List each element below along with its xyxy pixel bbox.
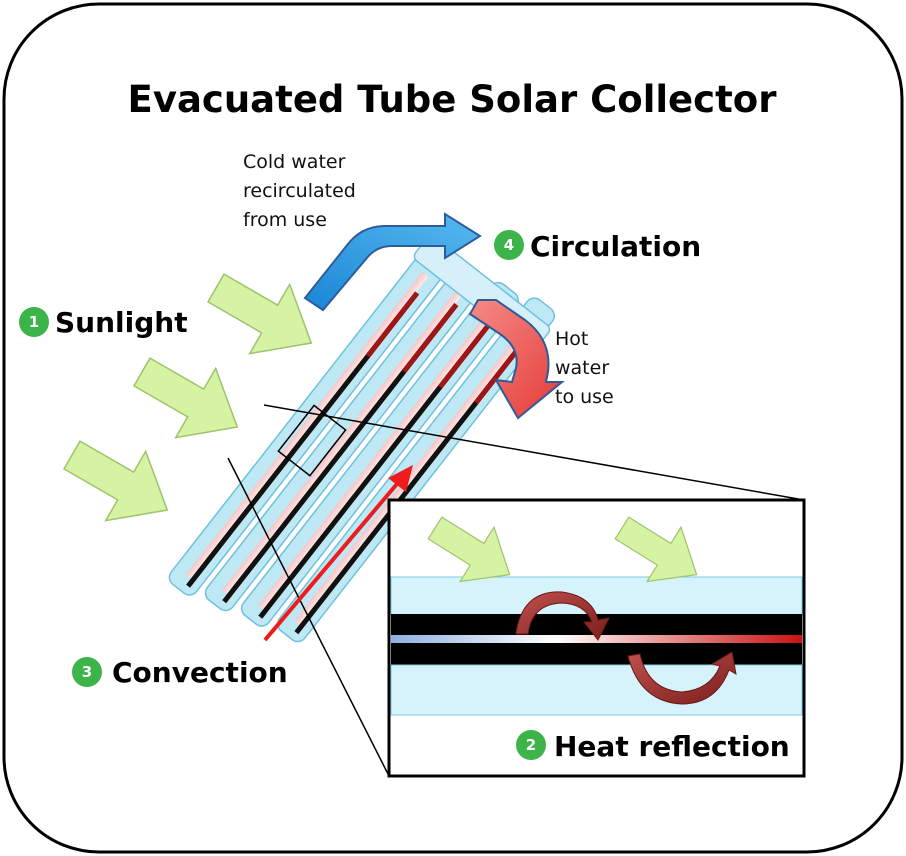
absorber-bottom bbox=[391, 643, 802, 665]
step-badge-1 bbox=[19, 307, 49, 337]
tube-2 bbox=[204, 266, 483, 612]
reflection-arrow-bottom bbox=[627, 651, 737, 705]
zoom-window bbox=[277, 404, 347, 477]
convection-arrowhead bbox=[388, 465, 413, 492]
svg-text:3: 3 bbox=[82, 663, 92, 681]
zoom-line-top bbox=[263, 404, 805, 501]
reflection-arrow-top bbox=[515, 591, 610, 641]
svg-text:4: 4 bbox=[504, 236, 514, 254]
step-badge-4 bbox=[494, 230, 524, 260]
hot-water-arrow bbox=[468, 299, 565, 420]
svg-text:Heat reflection: Heat reflection bbox=[554, 730, 790, 763]
tube-3 bbox=[240, 281, 519, 627]
step-circulation: 4 Circulation bbox=[494, 230, 701, 263]
heat-pipe bbox=[391, 635, 802, 643]
svg-text:2: 2 bbox=[526, 736, 536, 754]
svg-text:Convection: Convection bbox=[112, 656, 288, 689]
convection-arrow bbox=[263, 476, 404, 642]
collector-tubes bbox=[168, 235, 556, 643]
glass-layer-bottom bbox=[390, 664, 803, 716]
tube-4 bbox=[277, 297, 556, 643]
step-badge-2 bbox=[516, 730, 546, 760]
step-sunlight: 1 Sunlight bbox=[19, 306, 188, 339]
step-convection: 3 Convection bbox=[72, 656, 288, 689]
hot-water-label: Hot water to use bbox=[555, 328, 615, 408]
svg-text:1: 1 bbox=[29, 313, 39, 331]
svg-text:Circulation: Circulation bbox=[530, 230, 701, 263]
zoom-line-bottom bbox=[227, 457, 390, 777]
step-badge-3 bbox=[72, 657, 102, 687]
zoom-detail-box: 2 Heat reflection bbox=[387, 498, 806, 778]
svg-text:Sunlight: Sunlight bbox=[55, 306, 188, 339]
cold-water-arrow bbox=[303, 212, 482, 312]
cold-water-label: Cold water recirculated from use bbox=[243, 151, 362, 231]
diagram-title: Evacuated Tube Solar Collector bbox=[128, 78, 778, 121]
glass-layer-top bbox=[390, 576, 803, 616]
step-heat-reflection: 2 Heat reflection bbox=[516, 730, 790, 763]
